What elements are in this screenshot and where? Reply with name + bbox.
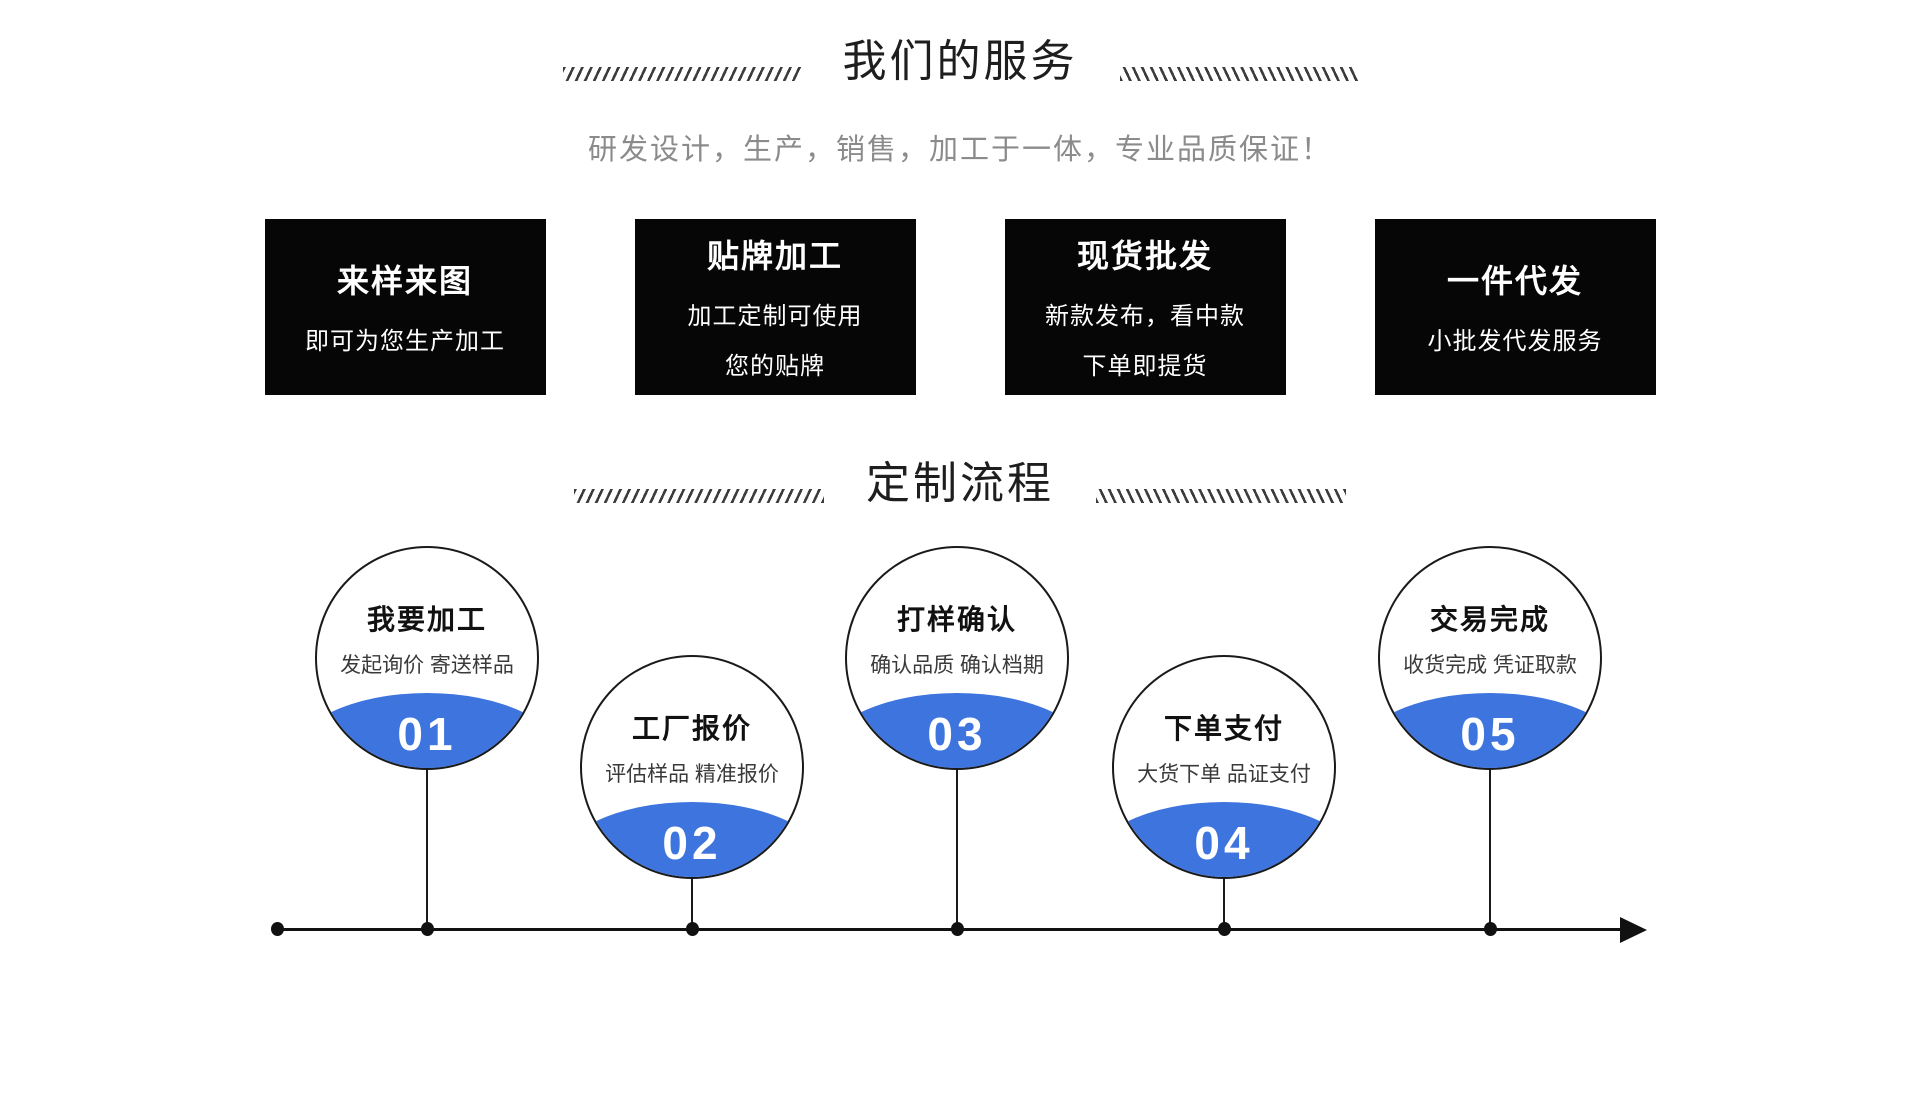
- hatch-decoration-right-icon: [1096, 489, 1346, 503]
- service-box-description: 加工定制可使用: [687, 303, 863, 330]
- service-box-title: 一件代发: [1446, 263, 1583, 299]
- step-number: 02: [662, 817, 722, 869]
- service-box-wholesale-stock: 现货批发 新款发布，看中款 下单即提货: [1004, 219, 1286, 395]
- process-section-header: 定制流程: [0, 458, 1920, 510]
- step-connector-line: [1489, 768, 1491, 930]
- services-section-title: 我们的服务: [842, 37, 1078, 86]
- step-description: 收货完成 凭证取款: [1403, 654, 1577, 677]
- step-connector-line: [1223, 877, 1225, 930]
- service-box-description: 您的贴牌: [725, 353, 825, 380]
- service-box-oem-labeling: 贴牌加工 加工定制可使用 您的贴牌: [634, 219, 916, 395]
- step-connector-line: [956, 768, 958, 930]
- step-number-lens: [847, 693, 1067, 768]
- step-connector-line: [426, 768, 428, 930]
- service-box-title: 现货批发: [1076, 238, 1213, 274]
- step-number-lens: [1114, 802, 1334, 877]
- step-title: 下单支付: [1163, 713, 1284, 744]
- step-number: 03: [927, 708, 987, 760]
- process-section-title: 定制流程: [866, 459, 1054, 508]
- timeline-axis: [277, 928, 1622, 931]
- step-title: 工厂报价: [631, 713, 752, 744]
- service-boxes-row: 来样来图 即可为您生产加工 贴牌加工 加工定制可使用 您的贴牌 现货批发 新款发…: [0, 219, 1920, 395]
- hatch-decoration-left-icon: [562, 67, 801, 81]
- hatch-decoration-left-icon: [574, 489, 824, 503]
- process-step-circle-3: 打样确认 确认品质 确认档期 03: [845, 546, 1069, 770]
- step-description: 大货下单 品证支付: [1137, 763, 1311, 786]
- step-title: 交易完成: [1429, 604, 1550, 635]
- step-number-lens: [317, 693, 537, 768]
- service-box-description: 下单即提货: [1082, 353, 1208, 380]
- process-step-circle-4: 下单支付 大货下单 品证支付 04: [1112, 655, 1336, 879]
- process-step-circle-2: 工厂报价 评估样品 精准报价 02: [580, 655, 804, 879]
- process-step-circle-5: 交易完成 收货完成 凭证取款 05: [1378, 546, 1602, 770]
- timeline-dot: [271, 922, 284, 936]
- timeline-arrowhead-icon: [1620, 917, 1647, 943]
- step-title: 打样确认: [896, 604, 1017, 635]
- service-box-description: 即可为您生产加工: [305, 328, 505, 355]
- service-box-sample-processing: 来样来图 即可为您生产加工: [264, 219, 546, 395]
- timeline-dot: [686, 922, 699, 936]
- service-box-description: 小批发代发服务: [1427, 328, 1603, 355]
- services-section-header: 我们的服务: [0, 36, 1920, 88]
- service-box-description: 新款发布，看中款: [1045, 303, 1245, 330]
- step-description: 发起询价 寄送样品: [340, 654, 514, 677]
- step-number: 04: [1194, 817, 1254, 869]
- service-box-title: 来样来图: [336, 263, 473, 299]
- service-box-dropshipping: 一件代发 小批发代发服务: [1374, 219, 1656, 395]
- service-box-title: 贴牌加工: [706, 238, 843, 274]
- step-number: 05: [1460, 708, 1520, 760]
- services-subtitle: 研发设计，生产，销售，加工于一体，专业品质保证！: [587, 134, 1332, 166]
- timeline-dot: [951, 922, 964, 936]
- timeline-dot: [421, 922, 434, 936]
- hatch-decoration-right-icon: [1119, 67, 1358, 81]
- process-step-circle-1: 我要加工 发起询价 寄送样品 01: [315, 546, 539, 770]
- timeline-dot: [1218, 922, 1231, 936]
- step-description: 确认品质 确认档期: [870, 654, 1044, 677]
- step-description: 评估样品 精准报价: [605, 763, 779, 786]
- step-number-lens: [1380, 693, 1600, 768]
- step-number-lens: [582, 802, 802, 877]
- step-number: 01: [397, 708, 457, 760]
- timeline-dot: [1484, 922, 1497, 936]
- step-title: 我要加工: [366, 604, 487, 635]
- step-connector-line: [691, 877, 693, 930]
